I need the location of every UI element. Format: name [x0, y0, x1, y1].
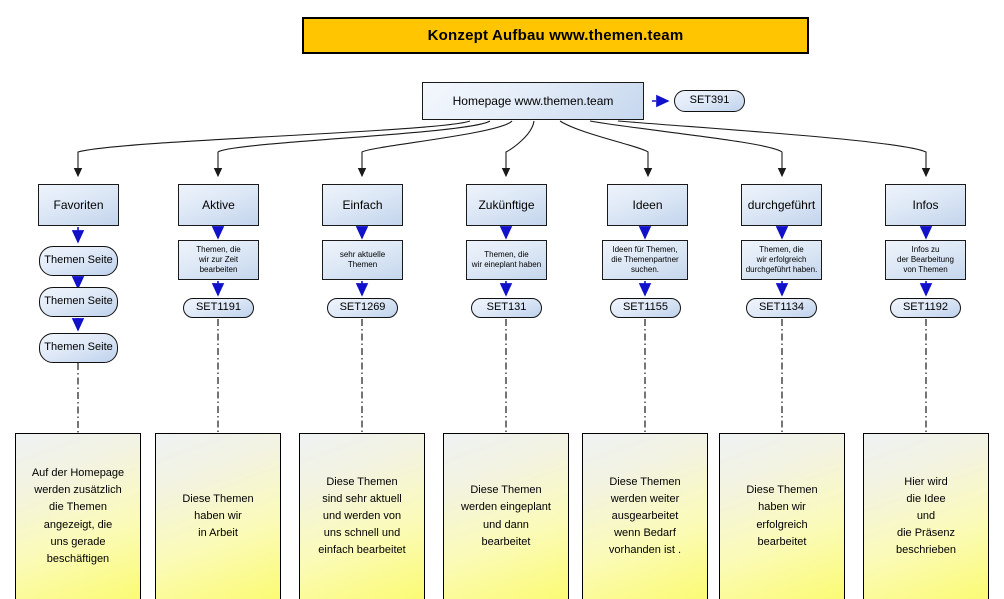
homepage-line1: Homepage [452, 93, 512, 108]
note-infos-line2: die Idee [906, 492, 946, 505]
node-category-ideen[interactable]: Ideen [607, 184, 688, 226]
note-favoriten-line1: Auf der Homepage [31, 467, 125, 480]
set-pill-infos[interactable]: SET1192 [890, 298, 961, 318]
note-favoriten-line2: werden zusätzlich [34, 484, 122, 497]
note-aktive: Diese Themen haben wir in Arbeit [155, 433, 281, 599]
themen-seite-2-line2: Seite [87, 295, 113, 308]
note-favoriten: Auf der Homepage werden zusätzlich die T… [15, 433, 141, 599]
note-favoriten-line3: die Themen [49, 501, 107, 514]
themen-seite-1-line1: Themen [44, 254, 85, 267]
set-pill-zukuenftige[interactable]: SET131 [471, 298, 542, 318]
set-pill-aktive[interactable]: SET1191 [183, 298, 254, 318]
note-zukuenftige-line4: bearbeitet [481, 535, 531, 548]
node-category-aktive[interactable]: Aktive [178, 184, 259, 226]
note-ideen-line2: werden weiter [610, 492, 680, 505]
note-durchgefuehrt-line2: haben wir [758, 501, 806, 514]
note-einfach-line3: und werden von [322, 509, 402, 522]
desc-aktive-line3: bearbeiten [199, 265, 238, 274]
desc-infos-line1: Infos zu [911, 245, 940, 254]
set-pill-root[interactable]: SET391 [674, 90, 745, 112]
note-zukuenftige-line3: und dann [483, 518, 529, 531]
themen-seite-3-line2: Seite [87, 341, 113, 354]
note-zukuenftige: Diese Themen werden eingeplant und dann … [443, 433, 569, 599]
note-einfach-line4: uns schnell und [323, 527, 401, 540]
note-ideen-line1: Diese Themen [609, 475, 681, 488]
node-category-infos[interactable]: Infos [885, 184, 966, 226]
desc-infos-line2: der Bearbeitung [897, 255, 954, 264]
note-infos-line1: Hier wird [904, 475, 948, 488]
set-pill-einfach[interactable]: SET1269 [327, 298, 398, 318]
note-aktive-line3: in Arbeit [198, 527, 238, 540]
note-favoriten-line4: angezeigt, die [43, 518, 113, 531]
note-einfach-line1: Diese Themen [326, 475, 398, 488]
note-durchgefuehrt-line4: bearbeitet [757, 535, 807, 548]
themen-seite-1-line2: Seite [87, 254, 113, 267]
node-desc-aktive: Themen, die wir zur Zeit bearbeiten [178, 240, 259, 280]
desc-ideen-line3: suchen. [630, 265, 659, 274]
note-durchgefuehrt-line1: Diese Themen [746, 484, 818, 497]
desc-durchgefuehrt-line1: Themen, die [759, 245, 804, 254]
desc-infos-line3: von Themen [903, 265, 948, 274]
note-ideen: Diese Themen werden weiter ausgearbeitet… [582, 433, 708, 599]
desc-einfach-line2: Themen [347, 260, 378, 269]
node-category-zukuenftige[interactable]: Zukünftige [466, 184, 547, 226]
node-desc-ideen: Ideen für Themen, die Themenpartner such… [602, 240, 688, 280]
note-infos-line4: die Präsenz [896, 527, 956, 540]
note-ideen-line3: ausgearbeitet [611, 509, 679, 522]
desc-ideen-line2: die Themenpartner [611, 255, 679, 264]
desc-ideen-line1: Ideen für Themen, [612, 245, 678, 254]
node-category-durchgefuehrt[interactable]: durchgeführt [741, 184, 822, 226]
note-durchgefuehrt: Diese Themen haben wir erfolgreich bearb… [719, 433, 845, 599]
desc-durchgefuehrt-line2: wir erfolgreich [756, 255, 807, 264]
desc-einfach-line1: sehr aktuelle [339, 250, 386, 259]
note-ideen-line5: vorhanden ist . [608, 544, 682, 557]
node-desc-durchgefuehrt: Themen, die wir erfolgreich durchgeführt… [741, 240, 822, 280]
note-durchgefuehrt-line3: erfolgreich [756, 518, 808, 531]
note-zukuenftige-line2: werden eingeplant [461, 501, 551, 514]
node-themen-seite-3[interactable]: Themen Seite [39, 333, 118, 363]
note-einfach-line5: einfach bearbeitet [318, 544, 406, 557]
note-aktive-line1: Diese Themen [182, 492, 254, 505]
desc-durchgefuehrt-line3: durchgeführt haben. [745, 265, 818, 274]
node-themen-seite-2[interactable]: Themen Seite [39, 287, 118, 317]
node-category-favoriten[interactable]: Favoriten [38, 184, 119, 226]
note-ideen-line4: wenn Bedarf [614, 527, 676, 540]
node-desc-einfach: sehr aktuelle Themen [322, 240, 403, 280]
note-infos-line5: beschrieben [896, 544, 956, 557]
note-einfach: Diese Themen sind sehr aktuell und werde… [299, 433, 425, 599]
note-einfach-line2: sind sehr aktuell [322, 492, 402, 505]
set-pill-durchgefuehrt[interactable]: SET1134 [746, 298, 817, 318]
desc-zukuenftige-line1: Themen, die [484, 250, 529, 259]
node-homepage[interactable]: Homepage www.themen.team [422, 82, 644, 120]
themen-seite-2-line1: Themen [44, 295, 85, 308]
page-title: Konzept Aufbau www.themen.team [302, 17, 809, 54]
note-favoriten-line5: uns gerade [50, 535, 106, 548]
desc-zukuenftige-line2: wir eineplant haben [471, 260, 542, 269]
set-pill-ideen[interactable]: SET1155 [610, 298, 681, 318]
note-infos-line3: und [916, 509, 936, 522]
desc-aktive-line2: wir zur Zeit [198, 255, 239, 264]
node-desc-infos: Infos zu der Bearbeitung von Themen [885, 240, 966, 280]
note-aktive-line2: haben wir [194, 509, 242, 522]
desc-aktive-line1: Themen, die [196, 245, 241, 254]
node-themen-seite-1[interactable]: Themen Seite [39, 246, 118, 276]
homepage-line2: www.themen.team [514, 93, 614, 108]
note-zukuenftige-line1: Diese Themen [470, 484, 542, 497]
themen-seite-3-line1: Themen [44, 341, 85, 354]
note-favoriten-line6: beschäftigen [46, 552, 110, 565]
node-desc-zukuenftige: Themen, die wir eineplant haben [466, 240, 547, 280]
note-infos: Hier wird die Idee und die Präsenz besch… [863, 433, 989, 599]
node-category-einfach[interactable]: Einfach [322, 184, 403, 226]
